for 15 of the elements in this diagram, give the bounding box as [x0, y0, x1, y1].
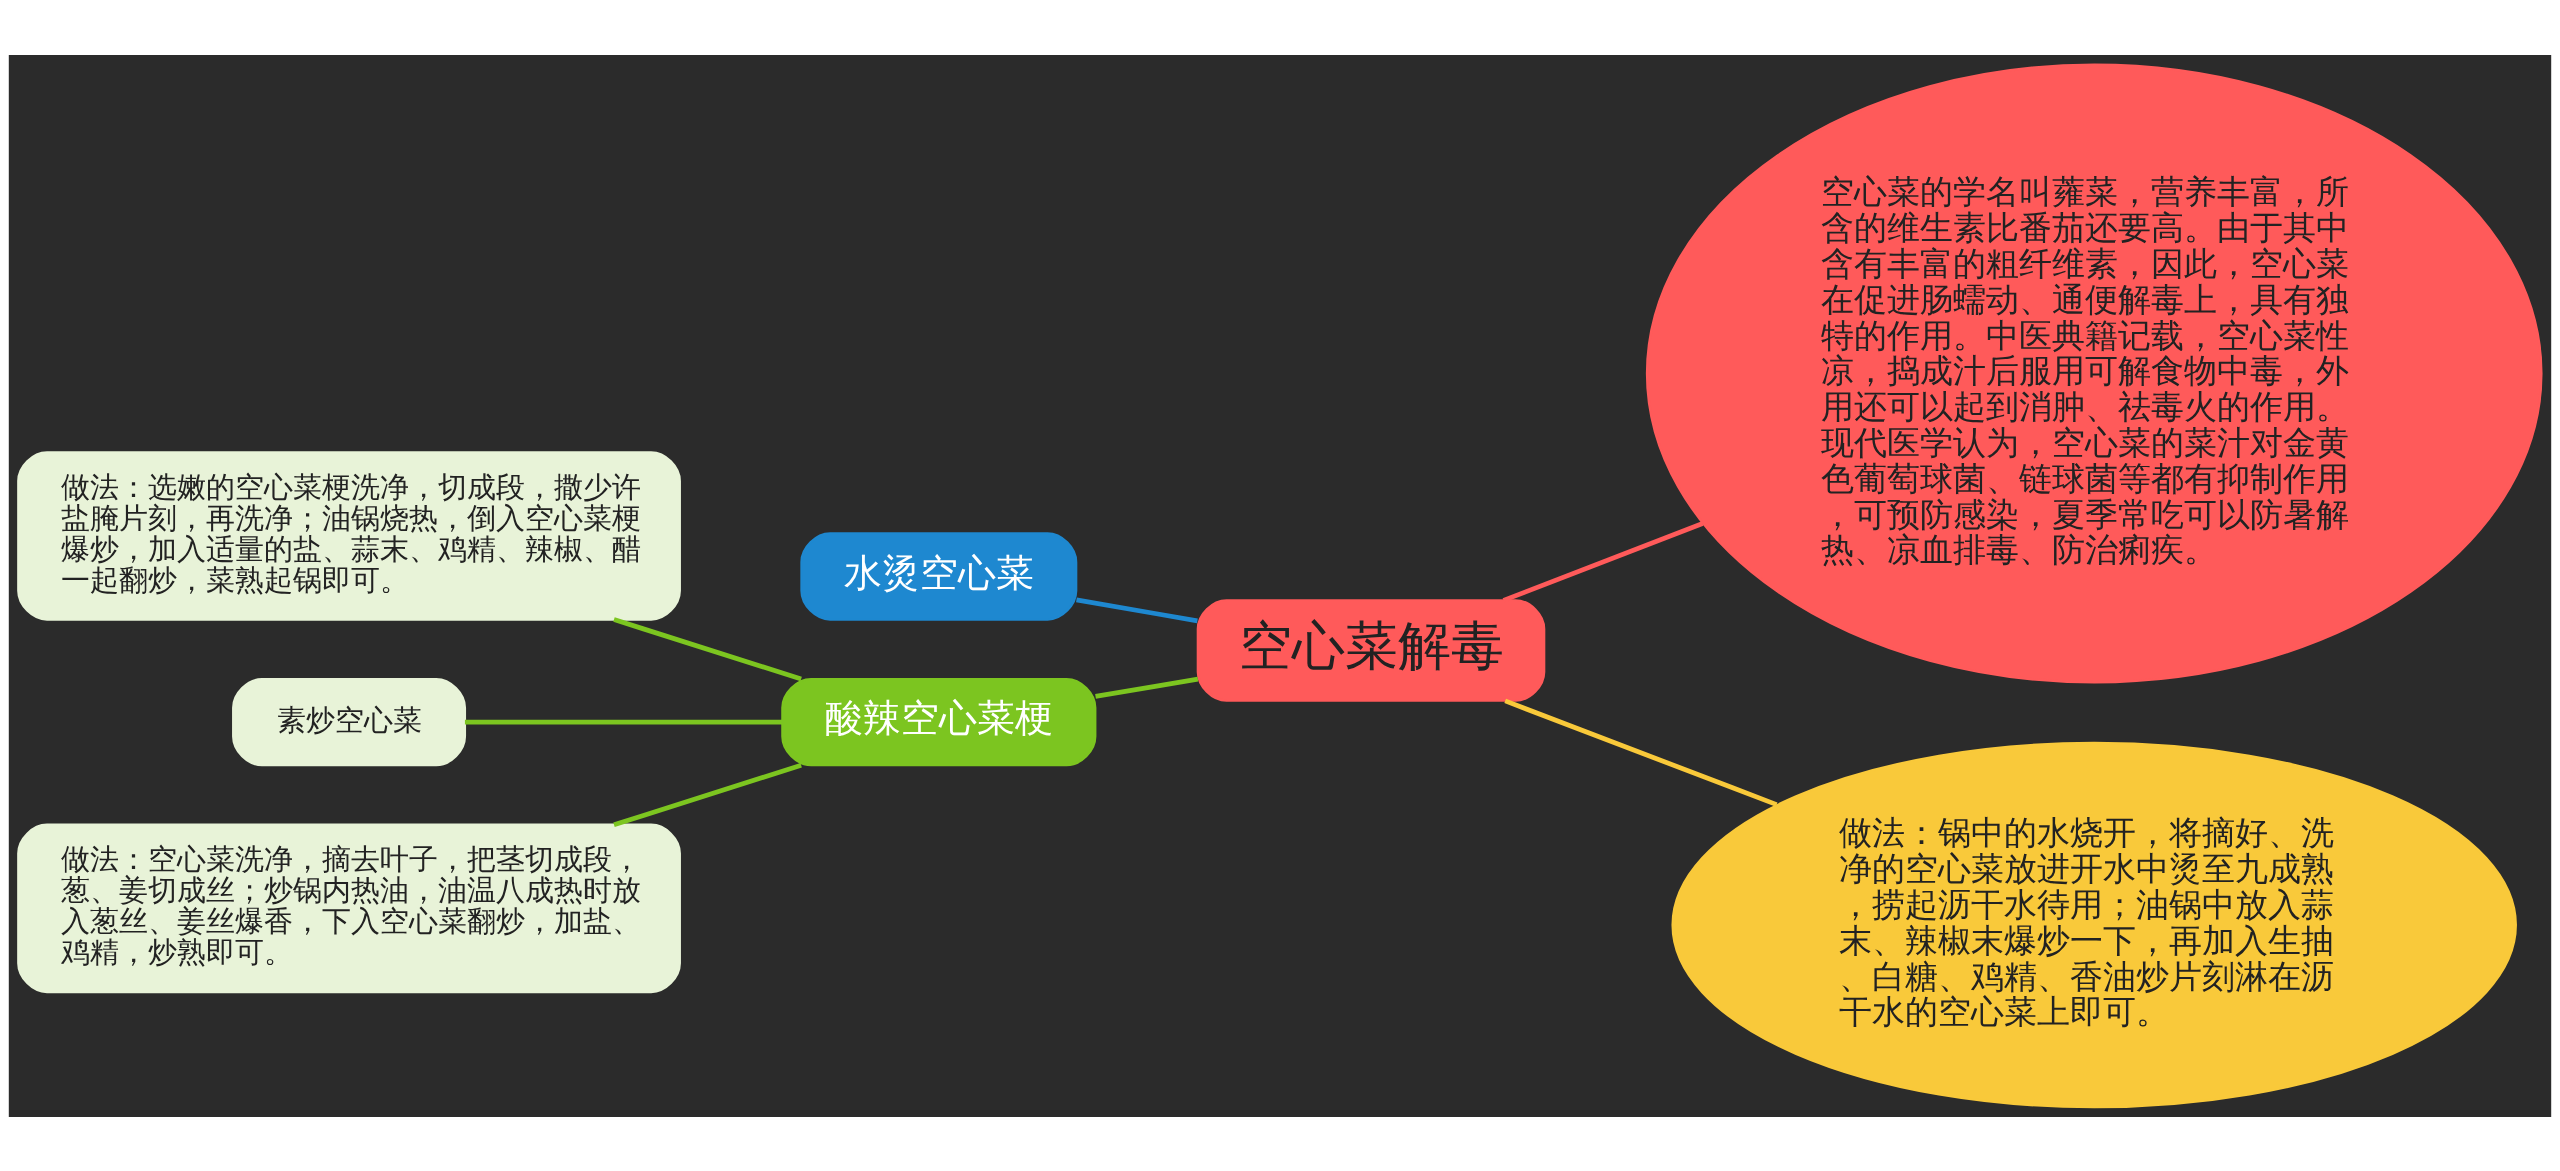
- node-box: 空心菜解毒: [1196, 598, 1546, 702]
- connector: [464, 719, 783, 725]
- connector: [613, 616, 802, 681]
- connector: [1504, 698, 1778, 807]
- node-box: 做法：选嫩的空心菜梗洗净，切成段，撒少许盐腌片刻，再洗净；油锅烧热，倒入空心菜梗爆炒，加入适量的盐、蒜末、鸡精、辣椒、醋一起翻炒，菜熟起锅即可。: [17, 450, 681, 621]
- node-box: 酸辣空心菜梗: [781, 677, 1097, 766]
- node-ellipse: 做法：锅中的水烧开，将摘好、洗净的空心菜放进开水中烫至九成熟，捞起沥干水待用；油锅中放入蒜末、辣椒末爆炒一下，再加入生抽、白糖、鸡精、香油炒片刻淋在沥干水的空心菜上即可。: [1671, 741, 2517, 1108]
- node-box: 水烫空心菜: [800, 531, 1078, 621]
- connector: [1502, 520, 1704, 603]
- node-box: 素炒空心菜: [232, 677, 467, 766]
- connector: [1095, 676, 1199, 699]
- connector: [613, 762, 802, 827]
- node-ellipse: 空心菜的学名叫蕹菜，营养丰富，所含的维生素比番茄还要高。由于其中含有丰富的粗纤维素，因此，空心菜在促进肠蠕动、通便解毒上，具有独特的作用。中医典籍记载，空心菜性凉，捣成汁后服用可解食物中毒，外用还可以起到消肿、祛毒火的作用。现代医学认为，空心菜的菜汁对金黄色葡萄球菌、链球菌等都有抑制作用，可预防感染，夏季常吃可以防暑解热、凉血排毒、防治痢疾。: [1645, 63, 2543, 683]
- node-box: 做法：空心菜洗净，摘去叶子，把茎切成段，葱、姜切成丝；炒锅内热油，油温八成热时放入葱丝、姜丝爆香，下入空心菜翻炒，加盐、鸡精，炒熟即可。: [17, 823, 681, 993]
- connector: [1076, 597, 1198, 623]
